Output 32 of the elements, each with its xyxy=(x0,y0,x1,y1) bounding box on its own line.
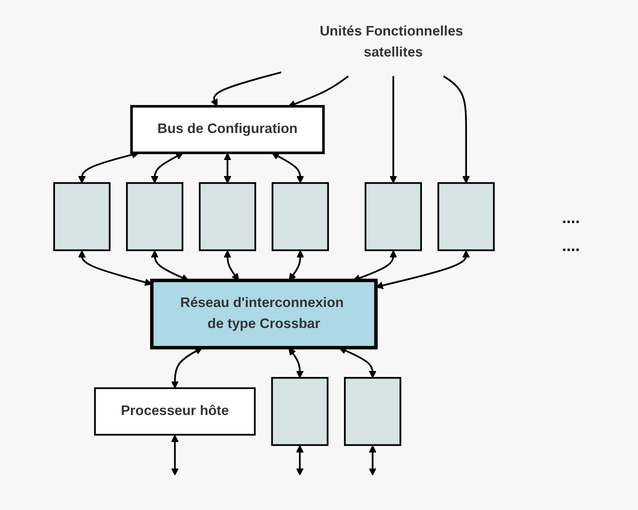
arrow xyxy=(443,75,470,184)
node-box xyxy=(199,182,256,252)
arrow xyxy=(376,250,470,290)
arrow xyxy=(390,76,398,184)
node-box: Réseau d'interconnexion de type Crossbar xyxy=(150,278,378,350)
node-box xyxy=(272,182,330,252)
node-text: Unités Fonctionnelles satellites xyxy=(320,24,464,60)
node-box xyxy=(344,376,402,446)
arrow xyxy=(151,152,184,184)
arrow xyxy=(171,434,179,476)
node-box xyxy=(364,182,422,252)
ellipsis-text: .... xyxy=(562,238,581,256)
node-box xyxy=(438,182,495,252)
arrow xyxy=(224,152,232,184)
arrow xyxy=(78,151,140,184)
ellipsis-text: .... xyxy=(562,210,581,228)
arrow xyxy=(369,445,377,476)
arrow xyxy=(296,445,304,476)
node-box: Processeur hôte xyxy=(94,387,256,436)
arrow xyxy=(224,250,240,281)
node-box xyxy=(126,182,184,252)
arrow xyxy=(288,75,350,108)
node-box xyxy=(271,376,329,446)
arrow xyxy=(78,250,152,286)
arrow xyxy=(288,348,304,378)
arrow xyxy=(288,250,304,281)
arrow xyxy=(210,72,282,107)
node-box: Bus de Configuration xyxy=(130,105,326,154)
arrow xyxy=(171,347,203,389)
node-box xyxy=(54,182,111,252)
arrow xyxy=(272,152,304,184)
arrow xyxy=(339,347,377,378)
